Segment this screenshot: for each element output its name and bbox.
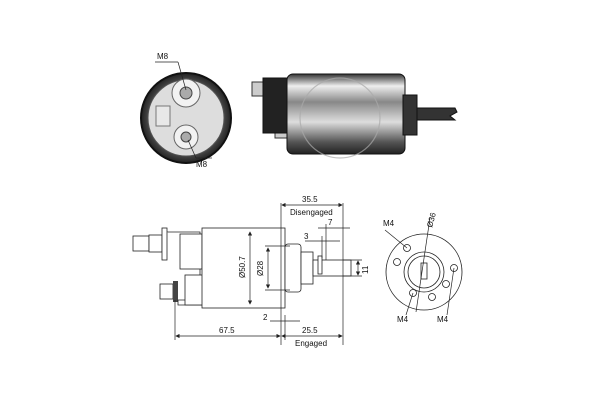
dim-nose-diameter: Ø28 [256,260,265,276]
dim-body-diameter: Ø50.7 [238,256,247,278]
front-thread-label-top: M4 [383,219,395,228]
front-thread-label-bottom-left: M4 [397,315,409,324]
dim-gap: 2 [263,313,268,322]
dim-disengaged-label: Disengaged [290,208,333,217]
dim-disengaged-length: 35.5 [302,195,318,204]
side-view-photo [251,73,458,159]
dim-body-length: 67.5 [219,326,235,335]
dim-slot-width: 3 [304,232,309,241]
dim-slot-offset: 7 [328,218,333,227]
end-view-thread-label-top: M8 [157,52,169,61]
dim-tab-width: 11 [361,265,370,274]
front-drawing [384,217,463,316]
dim-engaged-length: 25.5 [302,326,318,335]
front-bolt-circle-diameter: Ø36 [425,211,438,228]
side-drawing [132,202,362,345]
end-view-photo [140,61,232,164]
front-thread-label-bottom-right: M4 [437,315,449,324]
end-view-thread-label-bottom: M8 [196,160,208,169]
dim-engaged-label: Engaged [295,339,327,348]
